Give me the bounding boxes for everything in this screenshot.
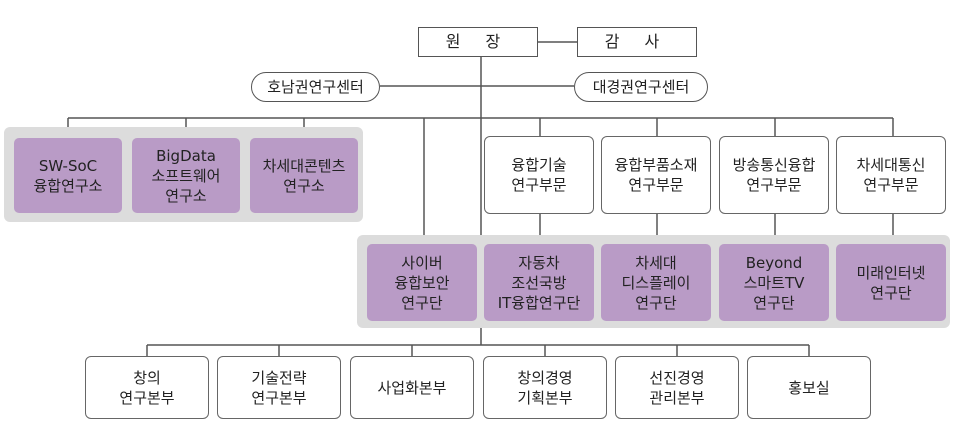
sw-soc-lab-box: SW-SoC 융합연구소	[14, 138, 122, 213]
daegyeong-center-box: 대경권연구센터	[574, 72, 708, 102]
smart-tv-unit-box: Beyond 스마트TV 연구단	[719, 244, 829, 321]
management-hq-box: 선진경영 관리본부	[615, 356, 739, 419]
bigdata-lab-box: BigData 소프트웨어 연구소	[132, 138, 240, 213]
automotive-it-unit-box: 자동차 조선국방 IT융합연구단	[484, 244, 594, 321]
cyber-security-unit-box: 사이버 융합보안 연구단	[367, 244, 477, 321]
future-internet-unit-box: 미래인터넷 연구단	[836, 244, 946, 321]
director-box: 원 장	[418, 27, 538, 57]
pr-office-box: 홍보실	[747, 356, 871, 419]
honam-center-box: 호남권연구센터	[251, 72, 380, 102]
next-comm-division-box: 차세대통신 연구부문	[836, 136, 946, 214]
tech-strategy-hq-box: 기술전략 연구본부	[217, 356, 341, 419]
broadcast-comm-division-box: 방송통신융합 연구부문	[719, 136, 829, 214]
display-unit-box: 차세대 디스플레이 연구단	[601, 244, 711, 321]
next-content-lab-box: 차세대콘텐츠 연구소	[250, 138, 358, 213]
creative-research-hq-box: 창의 연구본부	[85, 356, 209, 419]
auditor-box: 감 사	[577, 27, 697, 57]
convergence-tech-division-box: 융합기술 연구부문	[484, 136, 594, 214]
commercialization-hq-box: 사업화본부	[350, 356, 474, 419]
components-materials-division-box: 융합부품소재 연구부문	[601, 136, 711, 214]
planning-hq-box: 창의경영 기획본부	[483, 356, 607, 419]
